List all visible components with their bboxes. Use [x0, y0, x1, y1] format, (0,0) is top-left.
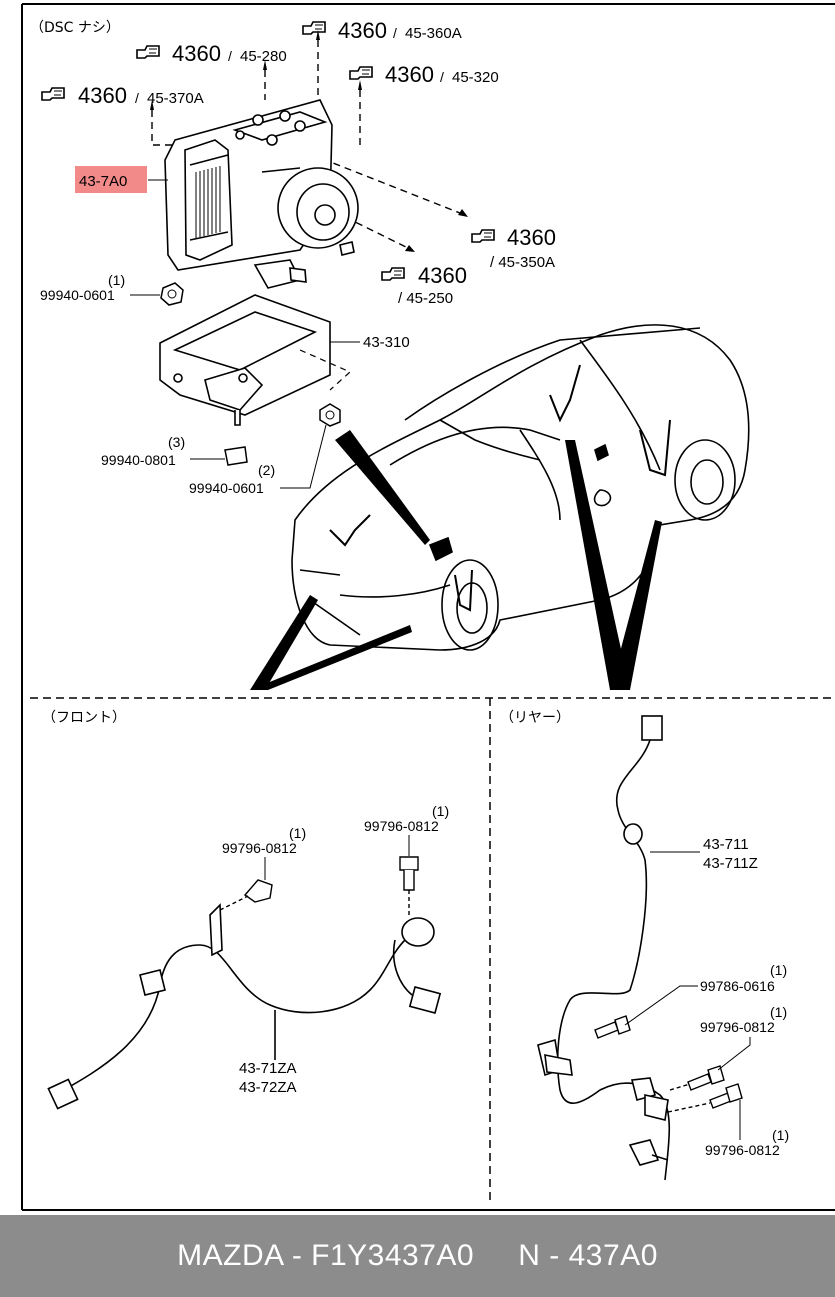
bracket [159, 294, 331, 426]
nut-low [319, 403, 341, 427]
part-label-rear-sensor-1[interactable]: 43-711 [703, 836, 749, 853]
rear-bolt-b [669, 1065, 725, 1091]
spacer [474, 1239, 518, 1272]
nut-mid [224, 446, 248, 466]
part-label-front-sensor-2[interactable]: 43-72ZA [239, 1079, 297, 1096]
ref-code: 4360 [507, 225, 556, 250]
parts-diagram: （DSC ナシ） 4360 / 45-360A 4360 / 45-280 43… [21, 3, 835, 1211]
part-label-nut-low[interactable]: 99940-0601 [189, 480, 264, 496]
pointer-wedges [250, 430, 662, 690]
brand-name: MAZDA [177, 1239, 283, 1272]
alt-prefix: N - [518, 1239, 569, 1272]
ref-code: 4360 [418, 263, 467, 288]
part-number: F1Y3437A0 [311, 1239, 475, 1272]
reference-hand-icon [302, 21, 326, 35]
part-label-front-bolt-a[interactable]: 99796-0812 [222, 840, 297, 856]
part-label-front-bolt-b[interactable]: 99796-0812 [364, 818, 439, 834]
ref-sub: 45-320 [452, 69, 499, 86]
qty-front-bolt-b: (1) [432, 803, 449, 819]
section-title-front: （フロント） [42, 710, 126, 726]
part-label-front-sensor-1[interactable]: 43-71ZA [239, 1060, 297, 1077]
front-wheel-sensor [47, 903, 442, 1110]
ref-sub: 45-280 [240, 48, 287, 65]
front-bolt-b [399, 856, 419, 915]
ref-slash: / [440, 69, 444, 85]
ref-slash: / [135, 90, 139, 106]
reference-hand-icon [471, 229, 495, 243]
reference-hand-icon [41, 87, 65, 101]
part-number-banner: MAZDA - F1Y3437A0 N - 437A0 [0, 1215, 835, 1297]
part-label-rear-bolt-b[interactable]: 99796-0812 [700, 1019, 775, 1035]
qty-nut-low: (2) [258, 462, 275, 478]
qty-front-bolt-a: (1) [289, 825, 306, 841]
qty-nut-top: (1) [108, 272, 125, 288]
ref-45-320: 4360 / 45-320 [349, 62, 499, 87]
alt-part-number: 437A0 [568, 1239, 658, 1272]
separator: - [282, 1239, 312, 1272]
part-number-text: MAZDA - F1Y3437A0 N - 437A0 [177, 1239, 658, 1273]
nut-top [160, 282, 184, 306]
ref-sub: 45-370A [147, 90, 204, 107]
ref-code: 4360 [78, 83, 127, 108]
rear-bolt-a [594, 1015, 631, 1039]
part-label-rear-sensor-2[interactable]: 43-711Z [703, 855, 758, 872]
hydraulic-unit [164, 99, 359, 289]
ref-45-360A: 4360 / 45-360A [302, 18, 462, 43]
part-label-hydraulic-unit[interactable]: 43-7A0 [79, 173, 127, 190]
ref-slash: / [393, 25, 397, 41]
part-label-nut-top[interactable]: 99940-0601 [40, 287, 115, 303]
car-illustration [291, 324, 750, 651]
rear-wheel-sensor [537, 715, 671, 1181]
qty-rear-bolt-b: (1) [770, 1004, 787, 1020]
reference-hand-icon [381, 267, 405, 281]
qty-rear-bolt-c: (1) [772, 1127, 789, 1143]
section-title-rear: （リヤー） [500, 710, 570, 726]
front-bolt-a [219, 879, 273, 911]
highlight-box [75, 166, 147, 193]
ref-45-280: 4360 / 45-280 [136, 41, 287, 66]
ref-45-370A: 4360 / 45-370A [41, 83, 204, 108]
part-label-nut-mid[interactable]: 99940-0801 [101, 452, 176, 468]
ref-slash: / [228, 48, 232, 64]
part-label-bracket[interactable]: 43-310 [363, 334, 410, 351]
part-label-rear-bolt-c[interactable]: 99796-0812 [705, 1142, 780, 1158]
ref-sub: / 45-350A [490, 254, 555, 271]
ref-code: 4360 [338, 18, 387, 43]
ref-sub: / 45-250 [398, 290, 453, 307]
ref-45-250: 4360 / 45-250 [381, 263, 467, 307]
reference-hand-icon [136, 45, 160, 59]
ref-code: 4360 [172, 41, 221, 66]
qty-nut-mid: (3) [168, 434, 185, 450]
reference-hand-icon [349, 66, 373, 80]
ref-45-350A: 4360 / 45-350A [471, 225, 556, 271]
diagram-note: （DSC ナシ） [30, 20, 120, 36]
part-label-rear-bolt-a[interactable]: 99786-0616 [700, 978, 775, 994]
ref-sub: 45-360A [405, 25, 462, 42]
rear-bolt-c [667, 1083, 743, 1113]
ref-code: 4360 [385, 62, 434, 87]
qty-rear-bolt-a: (1) [770, 962, 787, 978]
